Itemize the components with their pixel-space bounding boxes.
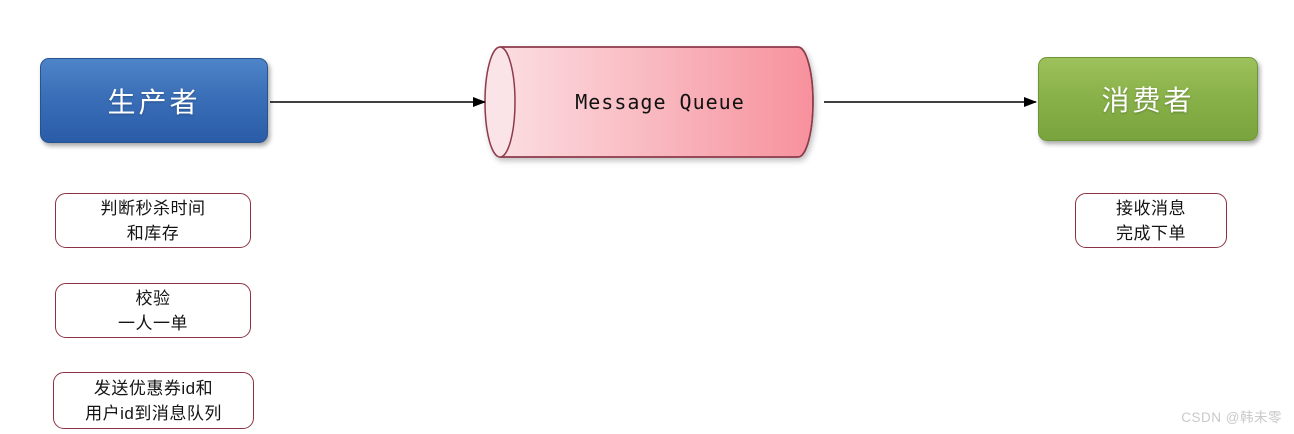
producer-step-check-time-stock: 判断秒杀时间 和库存 xyxy=(55,193,251,248)
producer-step-verify-one-order: 校验 一人一单 xyxy=(55,283,251,338)
step-line: 一人一单 xyxy=(118,313,188,333)
producer-step-send-ids-to-queue: 发送优惠券id和 用户id到消息队列 xyxy=(53,372,254,429)
producer-node: 生产者 xyxy=(40,58,268,143)
step-line: 校验 xyxy=(135,288,171,308)
producer-label: 生产者 xyxy=(107,86,201,118)
step-line: 和库存 xyxy=(126,223,180,243)
step-line: 完成下单 xyxy=(1116,223,1186,243)
queue-cylinder-body-outline xyxy=(500,46,814,158)
queue-cylinder xyxy=(484,46,814,158)
csdn-watermark: CSDN @韩未零 xyxy=(1181,410,1282,425)
queue-label: Message Queue xyxy=(575,90,745,114)
step-line: 用户id到消息队列 xyxy=(85,403,222,423)
consumer-label: 消费者 xyxy=(1101,85,1195,116)
step-line: 发送优惠券id和 xyxy=(93,378,214,398)
consumer-step-receive-complete-order: 接收消息 完成下单 xyxy=(1075,193,1227,248)
step-line: 判断秒杀时间 xyxy=(100,198,206,218)
step-line: 接收消息 xyxy=(1116,198,1186,218)
consumer-node: 消费者 xyxy=(1038,57,1258,141)
